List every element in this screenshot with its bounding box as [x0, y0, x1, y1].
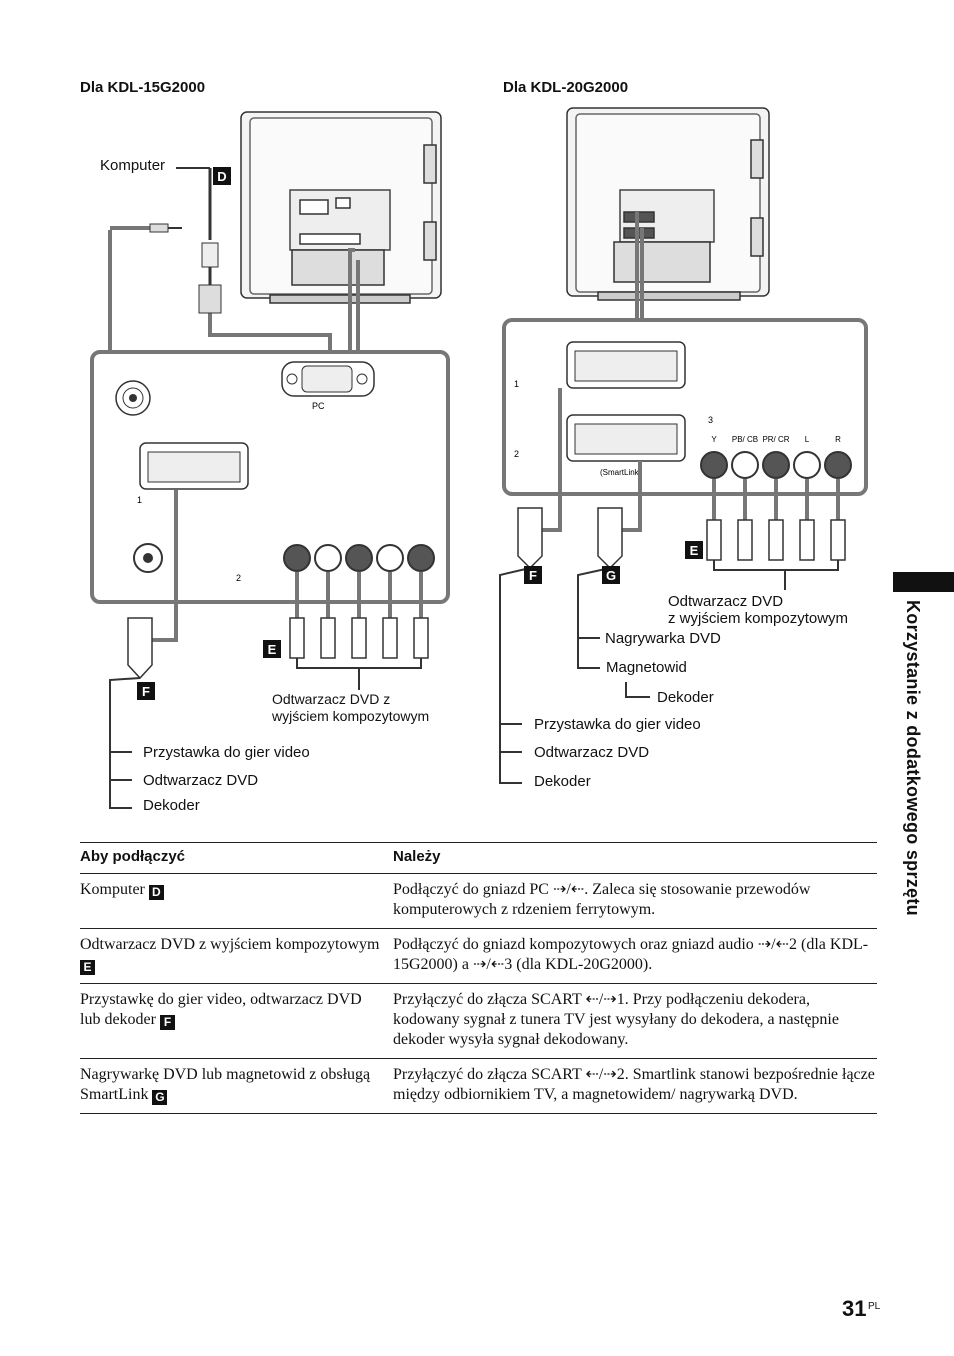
row-badge: F: [159, 1015, 175, 1030]
table-row: Komputer D Podłączyć do gniazd PC ⇢/⇠. Z…: [80, 873, 877, 929]
left-list-item-2: Odtwarzacz DVD: [143, 772, 259, 789]
side-tab-label: Korzystanie z dodatkowego sprzętu: [903, 600, 923, 916]
recorder-vcr: Magnetowid: [606, 659, 687, 676]
table-row: Przystawkę do gier video, odtwarzacz DVD…: [80, 983, 877, 1059]
left-port-num-2: 2: [236, 573, 241, 583]
pc-label: PC: [312, 401, 325, 411]
row-device: Przystawkę do gier video, odtwarzacz DVD…: [80, 991, 362, 1028]
row-action: Podłączyć do gniazd PC ⇢/⇠. Zaleca się s…: [393, 873, 877, 929]
row-device: Komputer: [80, 881, 145, 898]
badge-g: G: [606, 568, 616, 583]
left-badge-f: F: [142, 684, 150, 699]
right-dvd-caption: Odtwarzacz DVD z wyjściem kompozytowym: [668, 593, 849, 627]
side-tab-marker: [893, 572, 954, 592]
table-row: Nagrywarkę DVD lub magnetowid z obsługą …: [80, 1058, 877, 1114]
jack-pb: PB/ CB: [732, 435, 758, 444]
right-port-num-1: 1: [514, 379, 519, 389]
row-badge: E: [80, 960, 95, 975]
table-header-action: Należy: [393, 842, 877, 874]
left-diagram-title: Dla KDL-15G2000: [80, 79, 206, 96]
page-number-suffix: PL: [868, 1301, 881, 1312]
left-dvd-caption: Odtwarzacz DVD z wyjściem kompozytowym: [272, 691, 430, 724]
jack-r: R: [835, 435, 841, 444]
right-list-item-1: Przystawka do gier video: [534, 716, 701, 733]
page-number: 31: [842, 1296, 867, 1321]
jack-pr: PR/ CR: [762, 435, 789, 444]
left-port-num-1: 1: [137, 495, 142, 505]
komputer-label: Komputer: [100, 157, 166, 174]
row-action: Przyłączyć do złącza SCART ⇠/⇢1. Przy po…: [393, 983, 877, 1059]
left-list-item-1: Przystawka do gier video: [143, 744, 310, 761]
right-badge-f: F: [529, 568, 537, 583]
row-badge: G: [152, 1090, 168, 1105]
right-port-num-3: 3: [708, 415, 713, 425]
table-row: Odtwarzacz DVD z wyjściem kompozytowym E…: [80, 928, 877, 984]
jack-l: L: [805, 435, 810, 444]
recorder-decoder: Dekoder: [657, 689, 714, 706]
badge-d: D: [217, 169, 226, 184]
table-header-connect: Aby podłączyć: [80, 842, 393, 874]
row-action: Podłączyć do gniazd kompozytowych oraz g…: [393, 928, 877, 984]
connection-table: Aby podłączyć Należy Komputer D Podłączy…: [80, 842, 877, 1114]
smartlink-label: (SmartLink): [600, 468, 642, 477]
row-badge: D: [148, 885, 164, 900]
right-list-item-3: Dekoder: [534, 773, 591, 790]
left-list-item-3: Dekoder: [143, 797, 200, 814]
jack-y: Y: [711, 435, 717, 444]
tv-back-left: [240, 111, 442, 304]
right-port-num-2: 2: [514, 449, 519, 459]
row-device: Odtwarzacz DVD z wyjściem kompozytowym: [80, 936, 380, 953]
left-badge-e: E: [268, 642, 277, 657]
row-device: Nagrywarkę DVD lub magnetowid z obsługą …: [80, 1066, 371, 1103]
right-list-item-2: Odtwarzacz DVD: [534, 744, 650, 761]
right-badge-e: E: [690, 543, 699, 558]
row-action: Przyłączyć do złącza SCART ⇠/⇢2. Smartli…: [393, 1058, 877, 1114]
right-diagram-title: Dla KDL-20G2000: [503, 79, 629, 96]
recorder-dvd: Nagrywarka DVD: [605, 630, 721, 647]
